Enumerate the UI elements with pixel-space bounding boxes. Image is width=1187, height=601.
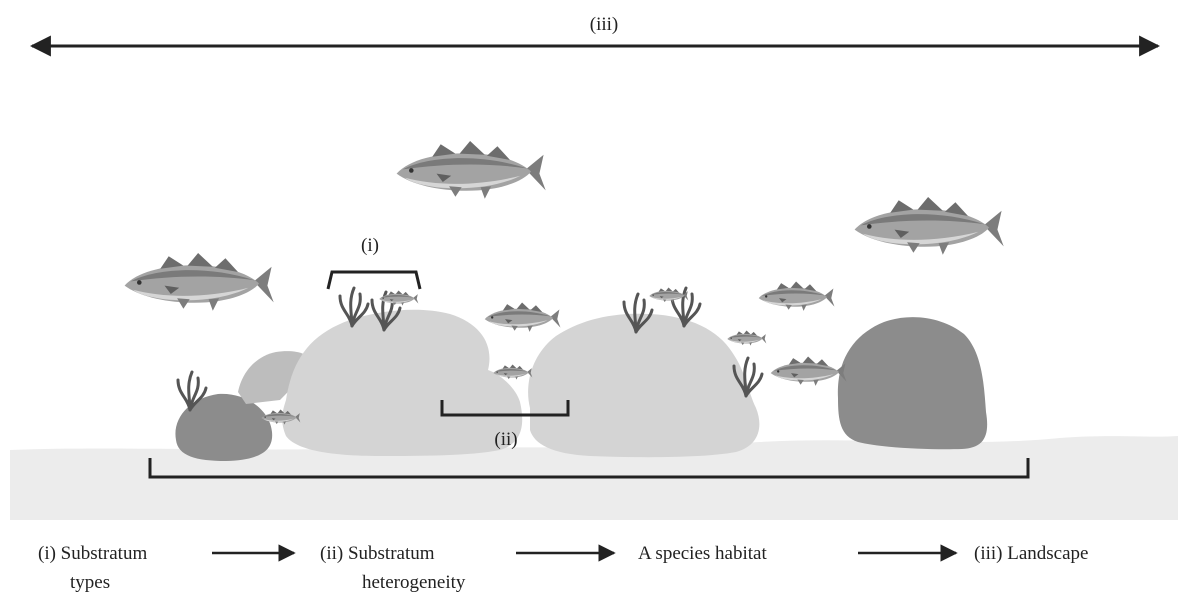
substratum-types-bracket bbox=[328, 272, 420, 289]
flow-step-landscape: (iii) Landscape bbox=[974, 543, 1088, 564]
landscape-scale-label: (iii) bbox=[590, 14, 619, 35]
large-rock-right-dark bbox=[838, 317, 987, 449]
substratum-types-label: (i) bbox=[361, 235, 379, 256]
flow-step-species-habitat: A species habitat bbox=[638, 543, 767, 564]
fish-icon bbox=[727, 331, 766, 346]
substratum-heterogeneity-label: (ii) bbox=[494, 429, 517, 450]
fish-icon bbox=[485, 303, 561, 332]
fish-icon bbox=[125, 253, 274, 311]
fish-icon bbox=[855, 197, 1004, 255]
fish-icon bbox=[397, 141, 546, 199]
fish-icon bbox=[771, 357, 847, 386]
flow-step-substratum-heterogeneity-line2: heterogeneity bbox=[362, 572, 466, 593]
large-rock-middle bbox=[528, 314, 759, 457]
large-rock-left bbox=[282, 310, 522, 456]
fish-icon bbox=[759, 282, 835, 311]
flow-step-substratum-types-line2: types bbox=[70, 572, 110, 593]
flow-step-substratum-types: (i) Substratum bbox=[38, 543, 147, 564]
flow-step-substratum-heterogeneity: (ii) Substratum bbox=[320, 543, 435, 564]
